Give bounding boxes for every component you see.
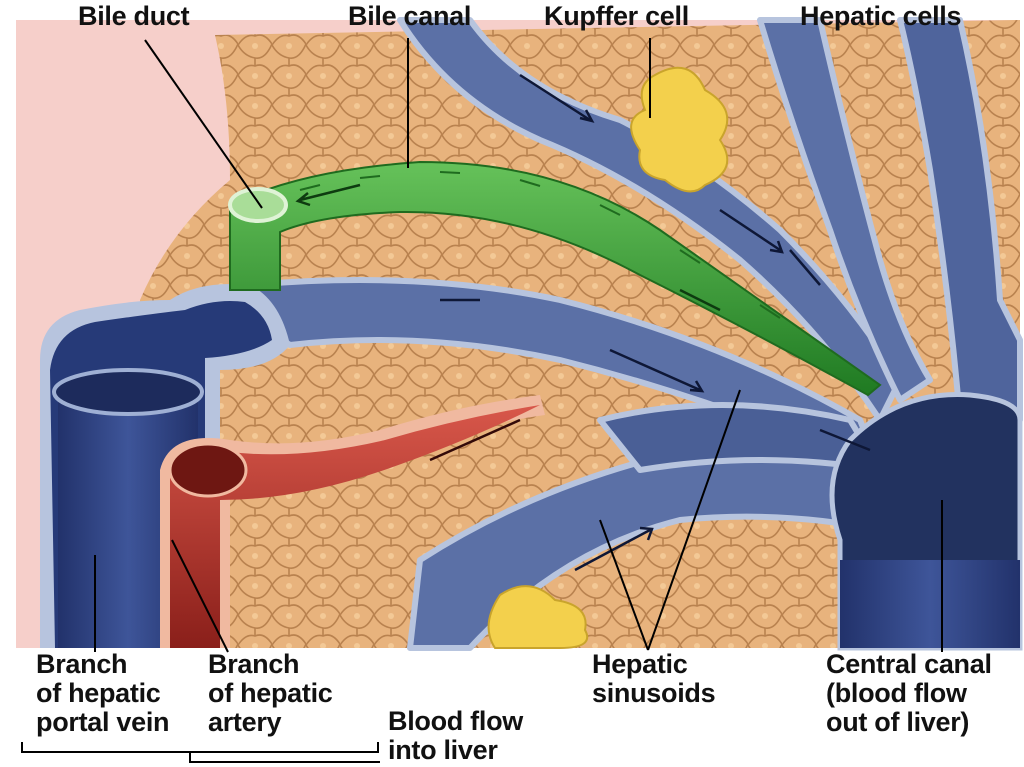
label-hepatic-artery-line-3: artery: [208, 707, 282, 737]
label-portal-vein: Branch of hepatic portal vein: [36, 649, 170, 737]
label-hepatic-artery-line-2: of hepatic: [208, 678, 333, 708]
bile-canal: [228, 160, 882, 397]
flow-arrows: [295, 73, 871, 572]
label-central-canal: Central canal (blood flow out of liver): [826, 650, 992, 737]
leader-hepatic-artery: [171, 539, 229, 653]
label-kupffer-cell: Kupffer cell: [544, 1, 689, 31]
label-blood-flow-in-line-2: into liver: [388, 735, 498, 765]
kupffer-cell: [630, 66, 729, 193]
hepatic-artery-branch: [160, 395, 545, 648]
label-portal-vein-line-2: of hepatic: [36, 678, 161, 708]
label-portal-vein-line-1: Branch: [36, 649, 128, 679]
leader-sinusoids-2: [599, 519, 649, 651]
label-blood-flow-in: Blood flow into liver: [388, 707, 523, 765]
label-hepatic-artery-line-1: Branch: [208, 649, 300, 679]
central-canal: [829, 392, 1023, 651]
label-sinusoids: Hepatic sinusoids: [592, 649, 716, 708]
sinusoid-right-1: [757, 17, 933, 403]
label-strip: [0, 648, 1024, 767]
kupffer-cell-lower: [487, 585, 589, 649]
label-sinusoids-line-2: sinusoids: [592, 678, 716, 708]
label-hepatic-artery: Branch of hepatic artery: [208, 650, 333, 737]
label-portal-vein-line-3: portal vein: [36, 707, 170, 737]
label-central-canal-line-2: (blood flow: [826, 678, 967, 708]
leader-lines: [94, 38, 943, 653]
sinusoid-right-2: [897, 17, 1023, 423]
label-sinusoids-line-1: Hepatic: [592, 649, 688, 679]
blood-flow-bracket: [21, 742, 380, 763]
leader-bile-duct: [144, 39, 263, 209]
label-hepatic-cells: Hepatic cells: [800, 1, 962, 31]
leader-sinusoids-1: [647, 389, 741, 651]
label-bile-duct: Bile duct: [78, 1, 190, 31]
label-bile-canal: Bile canal: [348, 1, 472, 31]
sinusoid-network: [247, 17, 1023, 651]
label-blood-flow-in-line-1: Blood flow: [388, 706, 523, 736]
label-central-canal-line-3: out of liver): [826, 707, 970, 737]
label-central-canal-line-1: Central canal: [826, 649, 992, 679]
